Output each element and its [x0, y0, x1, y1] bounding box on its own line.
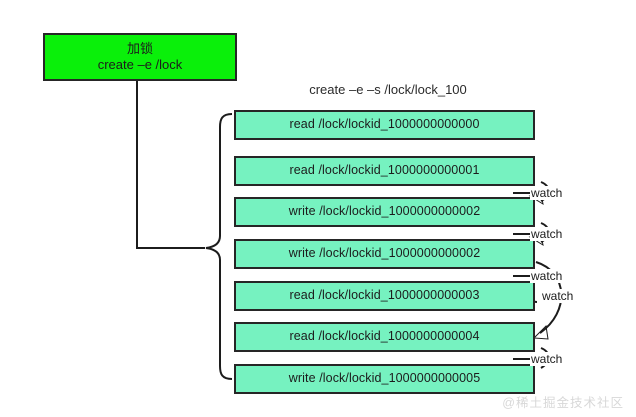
sequence-node-label: read /lock/lockid_1000000000001 [289, 163, 480, 178]
group-brace [205, 113, 233, 380]
sequence-node-7[interactable]: write /lock/lockid_1000000000005 [234, 364, 535, 394]
sequence-node-label: read /lock/lockid_1000000000004 [289, 329, 480, 344]
watch-label-4: watch [541, 289, 575, 303]
sequence-node-label: write /lock/lockid_1000000000002 [288, 246, 481, 261]
sequence-node-label: read /lock/lockid_1000000000000 [289, 117, 480, 132]
watch-arrowhead-long [532, 324, 549, 340]
sequence-node-1[interactable]: read /lock/lockid_1000000000000 [234, 110, 535, 140]
lock-node-title: 加锁 [126, 40, 153, 56]
sequence-node-4[interactable]: write /lock/lockid_1000000000002 [234, 239, 535, 269]
sequence-node-2[interactable]: read /lock/lockid_1000000000001 [234, 156, 535, 186]
sequence-node-label: write /lock/lockid_1000000000002 [288, 204, 481, 219]
lock-node-command: create –e /lock [97, 57, 183, 72]
lock-stem-connector [136, 81, 205, 249]
watermark: @稀土掘金技术社区 [502, 396, 624, 410]
sequence-node-5[interactable]: read /lock/lockid_1000000000003 [234, 281, 535, 311]
watch-label-1: watch [530, 186, 564, 200]
sequence-node-3[interactable]: write /lock/lockid_1000000000002 [234, 197, 535, 227]
sequence-node-label: read /lock/lockid_1000000000003 [289, 288, 480, 303]
watch-label-3: watch [530, 269, 564, 283]
sequence-node-label: write /lock/lockid_1000000000005 [288, 371, 481, 386]
sequence-node-6[interactable]: read /lock/lockid_1000000000004 [234, 322, 535, 352]
sequence-title: create –e –s /lock/lock_100 [309, 82, 467, 97]
watch-label-5: watch [530, 352, 564, 366]
lock-node[interactable]: 加锁 create –e /lock [43, 33, 237, 81]
watch-label-2: watch [530, 227, 564, 241]
